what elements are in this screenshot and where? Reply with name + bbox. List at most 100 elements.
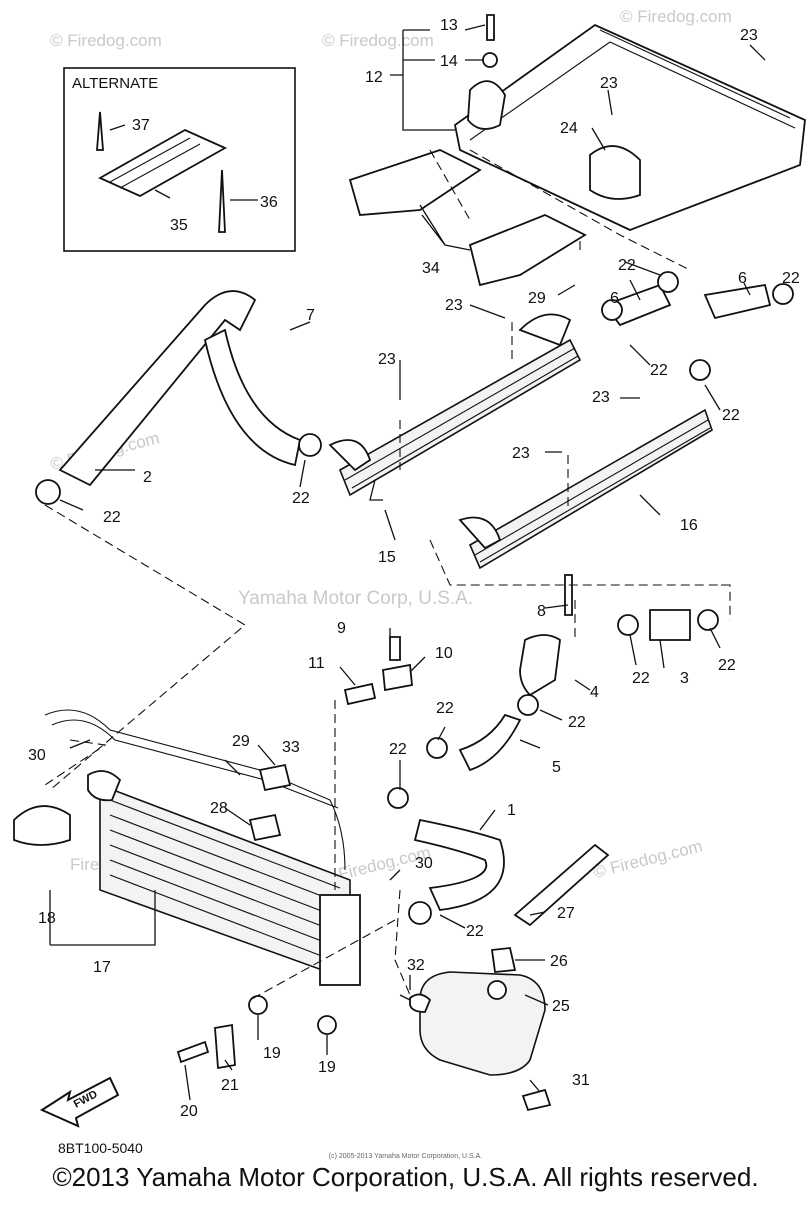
hose-5: [458, 713, 522, 772]
callout-23-f: 23: [512, 445, 530, 462]
callout-22-h: 22: [718, 657, 736, 674]
clamp-22-g: [617, 614, 639, 636]
callout-5: 5: [552, 759, 561, 776]
callout-22-k: 22: [389, 741, 407, 758]
callout-23-a: 23: [740, 27, 758, 44]
grommet-12: [467, 80, 506, 130]
bracket-35: [98, 128, 227, 198]
bolt-8: [564, 574, 573, 616]
clamp-22-h: [697, 609, 719, 631]
radiator-assembly: [13, 763, 361, 1070]
elbow-4: [519, 634, 561, 697]
callout-18: 18: [38, 910, 56, 927]
tank-25: [419, 971, 546, 1076]
upper-panel-assembly: [348, 14, 806, 287]
callout-33: 33: [282, 739, 300, 756]
clamp-22-c: [657, 271, 679, 293]
callout-22-l: 22: [466, 923, 484, 940]
callout-8: 8: [537, 603, 546, 620]
watermark-firedog-3: © Firedog.com: [620, 7, 732, 26]
clamp-22-f: [689, 359, 711, 381]
alternate-inset: ALTERNATE: [63, 67, 296, 252]
callout-22-e: 22: [103, 509, 121, 526]
callout-30-a: 30: [28, 747, 46, 764]
callout-23-c: 23: [445, 297, 463, 314]
callout-6-b: 6: [738, 270, 747, 287]
callout-2: 2: [143, 469, 152, 486]
radiator-cap-18: [13, 805, 71, 846]
callout-13: 13: [440, 17, 458, 34]
rivet-36: [218, 169, 226, 233]
grommet-24: [589, 145, 641, 200]
callout-20: 20: [180, 1103, 198, 1120]
callout-29-b: 29: [232, 733, 250, 750]
plate-34b: [468, 214, 587, 287]
clamp-22-l: [408, 901, 432, 925]
callout-6-a: 6: [610, 290, 619, 307]
leader-lines: [49, 24, 766, 1101]
callout-19-a: 19: [263, 1045, 281, 1062]
bolt-31: [521, 1088, 552, 1112]
overflow-hose-27: [513, 843, 610, 927]
callout-numbers: 37 35 36 13 14 12 23 23 24 34 29 22 23 6…: [28, 17, 800, 1120]
callout-12: 12: [365, 69, 383, 86]
callout-22-d: 22: [722, 407, 740, 424]
hose-7-section: [203, 328, 302, 467]
hose-1: [413, 818, 505, 911]
fine-print: (c) 2005-2013 Yamaha Motor Corporation, …: [328, 1153, 483, 1160]
clamp-22-k: [387, 787, 409, 809]
watermark-firedog-5: © Firedog.com: [591, 836, 704, 881]
callout-24: 24: [560, 120, 578, 137]
hose-group: [44, 283, 772, 927]
clamp-22-j: [426, 737, 448, 759]
callout-22-f: 22: [292, 490, 310, 507]
tank-cap: [487, 980, 507, 1000]
clamp-22-e: [772, 283, 794, 305]
reservoir-tank: [419, 947, 552, 1112]
watermark-firedog-1: © Firedog.com: [50, 31, 162, 50]
bolt-9: [389, 636, 401, 661]
callout-7: 7: [306, 307, 315, 324]
plate-34a: [348, 149, 482, 216]
callout-17: 17: [93, 959, 111, 976]
bolt-13: [486, 14, 495, 41]
sensor-11: [343, 682, 377, 706]
clamp-28: [248, 813, 282, 842]
callout-36: 36: [260, 194, 278, 211]
grommet-19a: [248, 995, 268, 1015]
rivet-37: [96, 111, 104, 151]
jacket-15-elbow: [328, 439, 372, 472]
callout-27: 27: [557, 905, 575, 922]
cap-26: [490, 947, 517, 973]
callout-22-a: 22: [618, 257, 636, 274]
fwd-arrow-icon: [39, 1076, 120, 1128]
collar-21: [214, 1023, 236, 1070]
radiator-shroud: [454, 23, 806, 231]
callout-30-b: 30: [415, 855, 433, 872]
hose-clamps-22: [35, 271, 794, 925]
assembly-lines: [44, 149, 731, 1001]
radiator-side-tank: [319, 894, 361, 986]
clamp-32: [409, 993, 432, 1013]
callout-23-e: 23: [592, 389, 610, 406]
jacket-16: [468, 408, 713, 570]
jacket-15: [338, 338, 582, 497]
callout-21: 21: [221, 1077, 239, 1094]
callout-35: 35: [170, 217, 188, 234]
alternate-label: ALTERNATE: [72, 75, 158, 92]
callout-23-b: 23: [600, 75, 618, 92]
callout-28: 28: [210, 800, 228, 817]
callout-32: 32: [407, 957, 425, 974]
callout-15: 15: [378, 549, 396, 566]
callout-16: 16: [680, 517, 698, 534]
diagram-code: 8BT100-5040: [58, 1140, 143, 1156]
callout-34: 34: [422, 260, 440, 277]
callout-1: 1: [507, 802, 516, 819]
callout-14: 14: [440, 53, 458, 70]
callout-4: 4: [590, 684, 599, 701]
callout-3: 3: [680, 670, 689, 687]
callout-22-c: 22: [650, 362, 668, 379]
callout-37: 37: [132, 117, 150, 134]
washer-14: [482, 52, 498, 68]
